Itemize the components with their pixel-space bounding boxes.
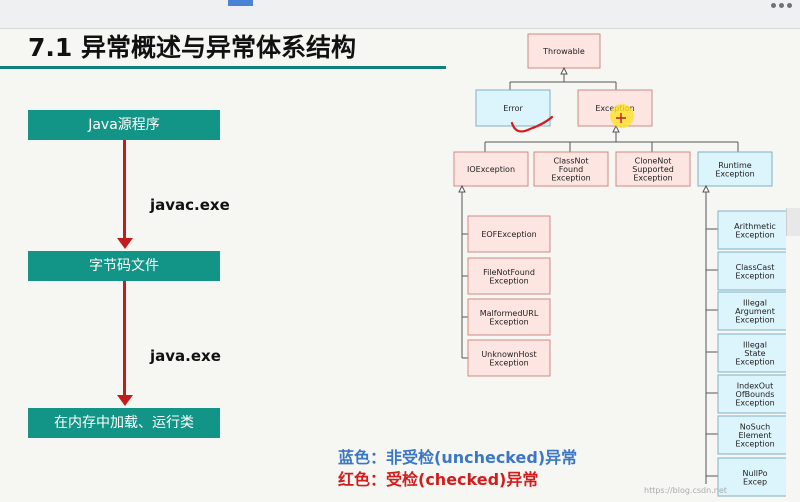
watermark: https://blog.csdn.net [644, 486, 727, 495]
title-underline [0, 66, 446, 69]
window-control-dot[interactable] [779, 3, 784, 8]
flow-arrow-1 [123, 140, 126, 239]
node-error-label: Error [503, 104, 523, 113]
flow-step-bytecode: 字节码文件 [28, 251, 220, 281]
node-io-child-2-box [467, 298, 551, 336]
flow-step-load-run: 在内存中加载、运行类 [28, 408, 220, 438]
flow-label-java: java.exe [150, 347, 221, 365]
inheritance-arrowhead [458, 184, 466, 193]
side-panel-handle[interactable] [786, 208, 800, 236]
inheritance-arrowhead [702, 184, 710, 193]
node-io-child-0-box [467, 215, 551, 253]
active-tab-indicator[interactable] [228, 0, 253, 6]
node-level2-0-box [453, 151, 529, 187]
node-runtime-child-6-box [717, 457, 786, 497]
node-runtime-child-2-box [717, 291, 786, 331]
app-top-bar [0, 0, 800, 29]
flow-arrowhead-1 [117, 238, 133, 249]
flow-step-source: Java源程序 [28, 110, 220, 140]
node-runtime-child-3-box [717, 333, 786, 373]
node-level2-3-box [697, 151, 773, 187]
node-runtime-child-5-box [717, 415, 786, 455]
window-control-dot[interactable] [771, 3, 776, 8]
flow-arrow-2 [123, 281, 126, 396]
node-runtime-child-0-box [717, 210, 786, 250]
node-io-child-1-box [467, 257, 551, 295]
exception-hierarchy-diagram: ThrowableErrorExceptionIOExceptionClassN… [453, 33, 786, 497]
pointer-highlight [610, 104, 634, 128]
node-runtime-child-4-box [717, 374, 786, 414]
cursor-crosshair-icon [616, 113, 626, 123]
node-level2-1-box [533, 151, 609, 187]
window-control-dot[interactable] [787, 3, 792, 8]
pen-annotation-stroke [510, 115, 554, 133]
inheritance-arrowhead [560, 66, 568, 75]
node-runtime-child-1-box [717, 251, 786, 291]
node-io-child-0-label: EOFException [481, 230, 536, 239]
flow-arrowhead-2 [117, 395, 133, 406]
slide-title: 7.1 异常概述与异常体系结构 [28, 33, 356, 62]
node-throwable-label: Throwable [542, 47, 585, 56]
flow-label-javac: javac.exe [150, 196, 230, 214]
node-io-child-3-box [467, 339, 551, 377]
node-level2-2-box [615, 151, 691, 187]
node-level2-0-label: IOException [467, 165, 515, 174]
node-throwable-box [527, 33, 601, 69]
legend-checked: 红色：受检(checked)异常 [338, 470, 539, 489]
legend-unchecked: 蓝色：非受检(unchecked)异常 [338, 448, 578, 467]
